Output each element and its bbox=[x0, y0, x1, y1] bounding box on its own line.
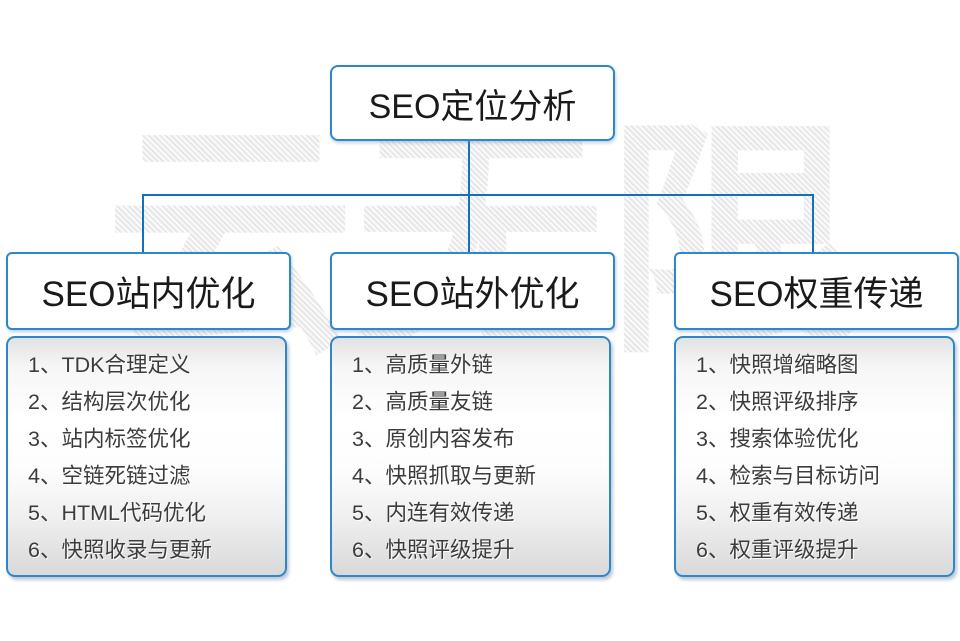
list-item: 6、快照评级提升 bbox=[352, 538, 515, 562]
column-header-onsite: SEO站内优化 bbox=[6, 252, 291, 330]
column-header-onsite-label: SEO站内优化 bbox=[41, 274, 256, 314]
list-item: 6、权重评级提升 bbox=[696, 538, 859, 562]
column-panel-offsite: 1、高质量外链 2、高质量友链 3、原创内容发布 4、快照抓取与更新 5、内连有… bbox=[330, 336, 611, 577]
list-item: 1、TDK合理定义 bbox=[28, 353, 191, 377]
column-panel-onsite: 1、TDK合理定义 2、结构层次优化 3、站内标签优化 4、空链死链过滤 5、H… bbox=[6, 336, 287, 577]
list-item: 2、结构层次优化 bbox=[28, 390, 191, 414]
list-item: 2、快照评级排序 bbox=[696, 390, 859, 414]
connector-drop-middle bbox=[468, 194, 470, 253]
column-header-offsite-label: SEO站外优化 bbox=[365, 274, 580, 314]
column-header-weight: SEO权重传递 bbox=[674, 252, 959, 330]
column-header-offsite: SEO站外优化 bbox=[330, 252, 615, 330]
connector-horizontal bbox=[142, 194, 814, 196]
connector-drop-right bbox=[812, 194, 814, 253]
column-header-weight-label: SEO权重传递 bbox=[709, 274, 924, 314]
list-item: 3、站内标签优化 bbox=[28, 427, 191, 451]
connector-root-stem bbox=[468, 137, 470, 195]
column-panel-weight: 1、快照增缩略图 2、快照评级排序 3、搜索体验优化 4、检索与目标访问 5、权… bbox=[674, 336, 955, 577]
list-item: 4、空链死链过滤 bbox=[28, 464, 191, 488]
list-item: 5、内连有效传递 bbox=[352, 501, 515, 525]
root-node: SEO定位分析 bbox=[330, 65, 615, 141]
connector-drop-left bbox=[142, 194, 144, 253]
list-item: 2、高质量友链 bbox=[352, 390, 493, 414]
list-item: 5、权重有效传递 bbox=[696, 501, 859, 525]
list-item: 1、高质量外链 bbox=[352, 353, 493, 377]
list-item: 3、搜索体验优化 bbox=[696, 427, 859, 451]
list-item: 6、快照收录与更新 bbox=[28, 538, 212, 562]
list-item: 1、快照增缩略图 bbox=[696, 353, 859, 377]
list-item: 5、HTML代码优化 bbox=[28, 501, 206, 525]
list-item: 4、检索与目标访问 bbox=[696, 464, 880, 488]
root-node-label: SEO定位分析 bbox=[368, 87, 577, 126]
list-item: 3、原创内容发布 bbox=[352, 427, 515, 451]
list-item: 4、快照抓取与更新 bbox=[352, 464, 536, 488]
